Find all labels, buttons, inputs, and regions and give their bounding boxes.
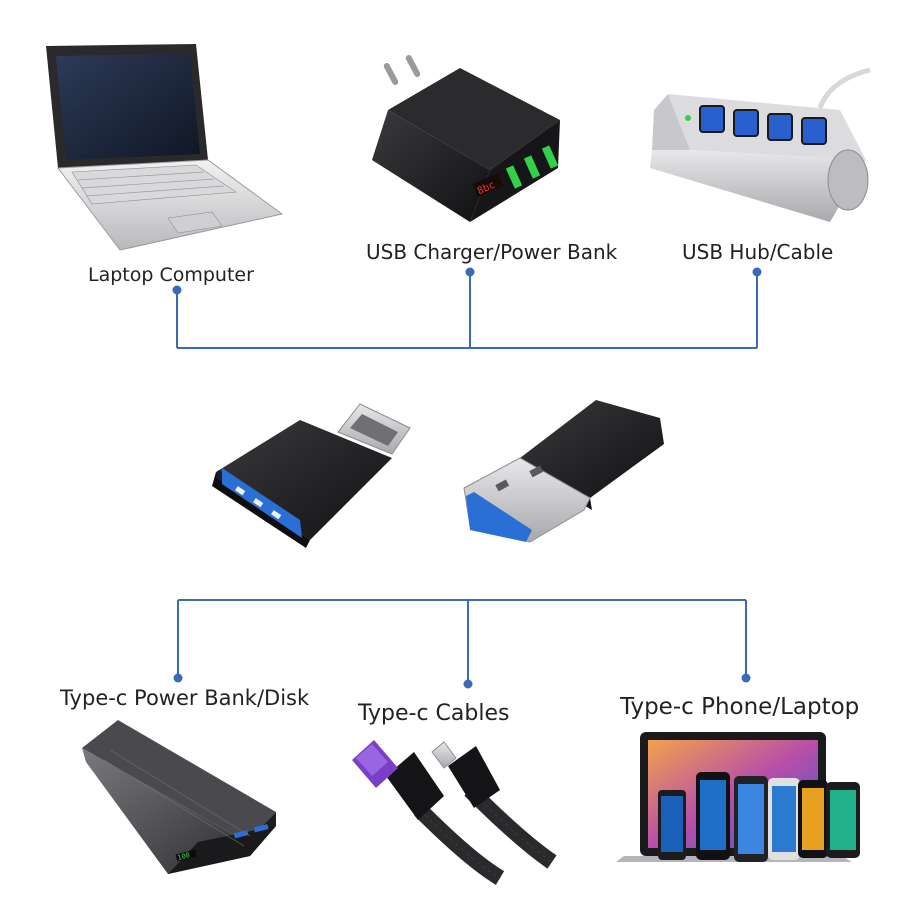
usb-charger-icon: 8bc bbox=[372, 55, 560, 222]
connector-dot bbox=[173, 673, 183, 683]
connector-dot bbox=[465, 267, 475, 277]
laptop-computer-label: Laptop Computer bbox=[88, 264, 254, 286]
phone-laptop-icon bbox=[616, 732, 860, 862]
laptop-icon bbox=[46, 44, 284, 251]
cables-icon bbox=[352, 740, 557, 885]
svg-text:100: 100 bbox=[177, 851, 191, 862]
connector-dot bbox=[741, 673, 751, 683]
power-bank-icon: 100 bbox=[82, 720, 276, 874]
usb-charger-label: USB Charger/Power Bank bbox=[366, 240, 618, 264]
type-c-phone-laptop-label: Type-c Phone/Laptop bbox=[620, 694, 860, 720]
usb-a-male-to-type-c-adapter-icon bbox=[463, 400, 664, 543]
connector-dot bbox=[172, 285, 182, 295]
type-c-power-bank-label: Type-c Power Bank/Disk bbox=[60, 686, 310, 710]
top-connector-lines bbox=[176, 272, 758, 349]
connector-dot bbox=[463, 679, 473, 689]
usb-a-female-to-type-c-adapter-icon bbox=[212, 403, 411, 548]
type-c-cables-label: Type-c Cables bbox=[358, 701, 510, 726]
connector-dot bbox=[752, 267, 762, 277]
usb-hub-icon bbox=[650, 67, 871, 222]
bottom-connector-lines bbox=[177, 599, 747, 684]
usb-hub-label: USB Hub/Cable bbox=[682, 240, 834, 264]
